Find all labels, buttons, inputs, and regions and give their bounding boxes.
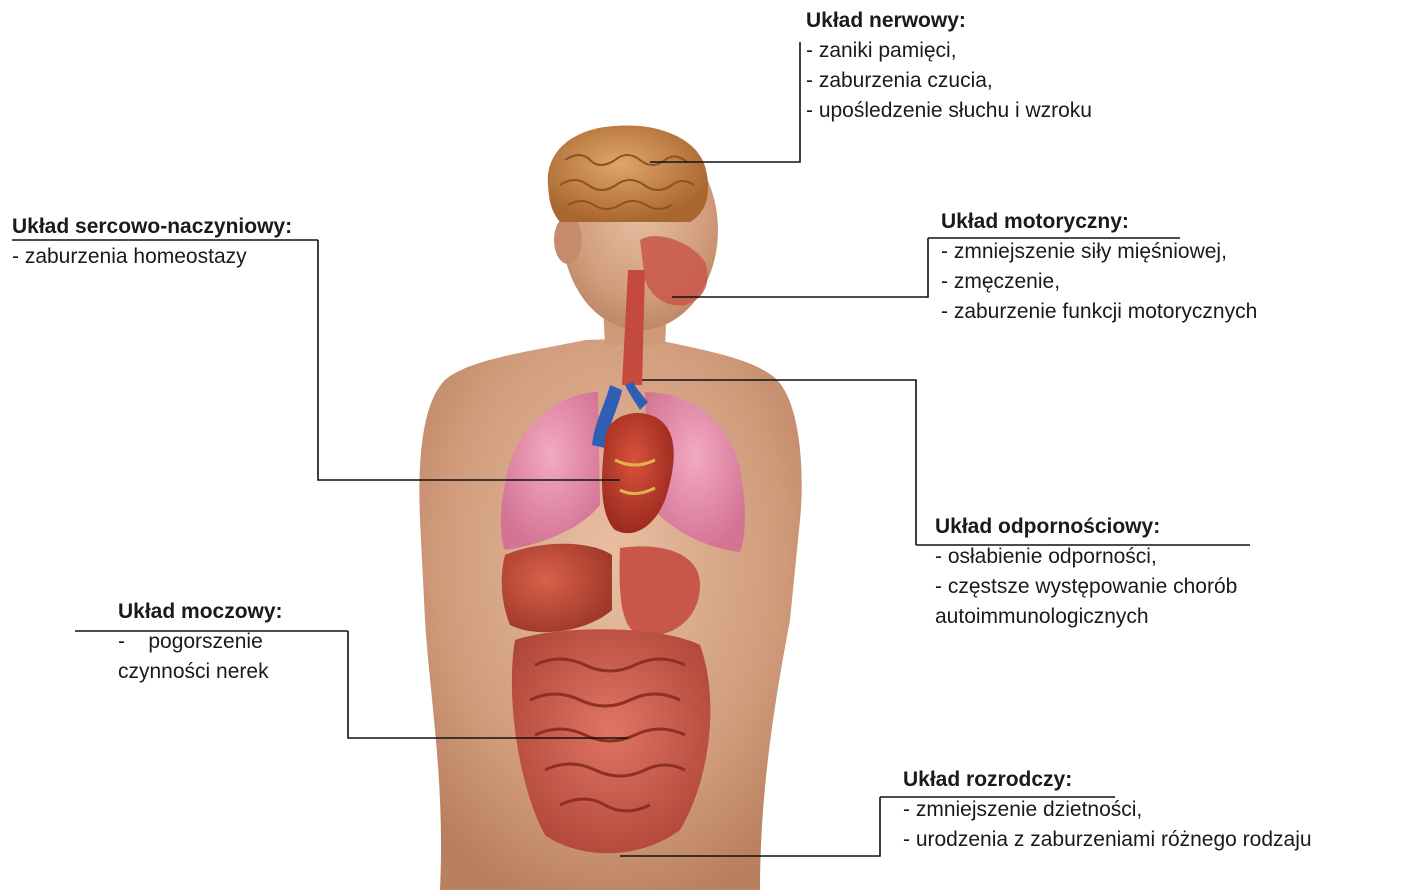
reproductive-item: - urodzenia z zaburzeniami różnego rodza… <box>903 825 1312 855</box>
motor-item: - zaburzenie funkcji motorycznych <box>941 297 1257 327</box>
motor-item: - zmęczenie, <box>941 267 1257 297</box>
cardiovascular-system-label: Układ sercowo-naczyniowy: - zaburzenia h… <box>12 212 292 272</box>
reproductive-system-label: Układ rozrodczy: - zmniejszenie dzietnoś… <box>903 765 1312 855</box>
motor-system-label: Układ motoryczny: - zmniejszenie siły mi… <box>941 207 1257 327</box>
nervous-system-label: Układ nerwowy: - zaniki pamięci, - zabur… <box>806 6 1092 126</box>
urinary-system-title: Układ moczowy: <box>118 597 283 627</box>
nervous-item: - zaburzenia czucia, <box>806 66 1092 96</box>
immune-system-label: Układ odpornościowy: - osłabienie odporn… <box>935 512 1237 632</box>
nervous-system-title: Układ nerwowy: <box>806 6 1092 36</box>
intestines-organ <box>512 629 711 853</box>
nervous-item: - upośledzenie słuchu i wzroku <box>806 96 1092 126</box>
immune-item: - osłabienie odporności, <box>935 542 1237 572</box>
motor-system-title: Układ motoryczny: <box>941 207 1257 237</box>
urinary-item: czynności nerek <box>118 657 283 687</box>
motor-item: - zmniejszenie siły mięśniowej, <box>941 237 1257 267</box>
immune-item: autoimmunologicznych <box>935 602 1237 632</box>
reproductive-system-title: Układ rozrodczy: <box>903 765 1312 795</box>
cardiovascular-system-title: Układ sercowo-naczyniowy: <box>12 212 292 242</box>
reproductive-item: - zmniejszenie dzietności, <box>903 795 1312 825</box>
nervous-item: - zaniki pamięci, <box>806 36 1092 66</box>
cardiovascular-item: - zaburzenia homeostazy <box>12 242 292 272</box>
immune-item: - częstsze występowanie chorób <box>935 572 1237 602</box>
liver-organ <box>502 544 612 632</box>
urinary-system-label: Układ moczowy: - pogorszenie czynności n… <box>118 597 283 687</box>
urinary-item: - pogorszenie <box>118 627 283 657</box>
brain-organ <box>548 125 708 222</box>
immune-system-title: Układ odpornościowy: <box>935 512 1237 542</box>
